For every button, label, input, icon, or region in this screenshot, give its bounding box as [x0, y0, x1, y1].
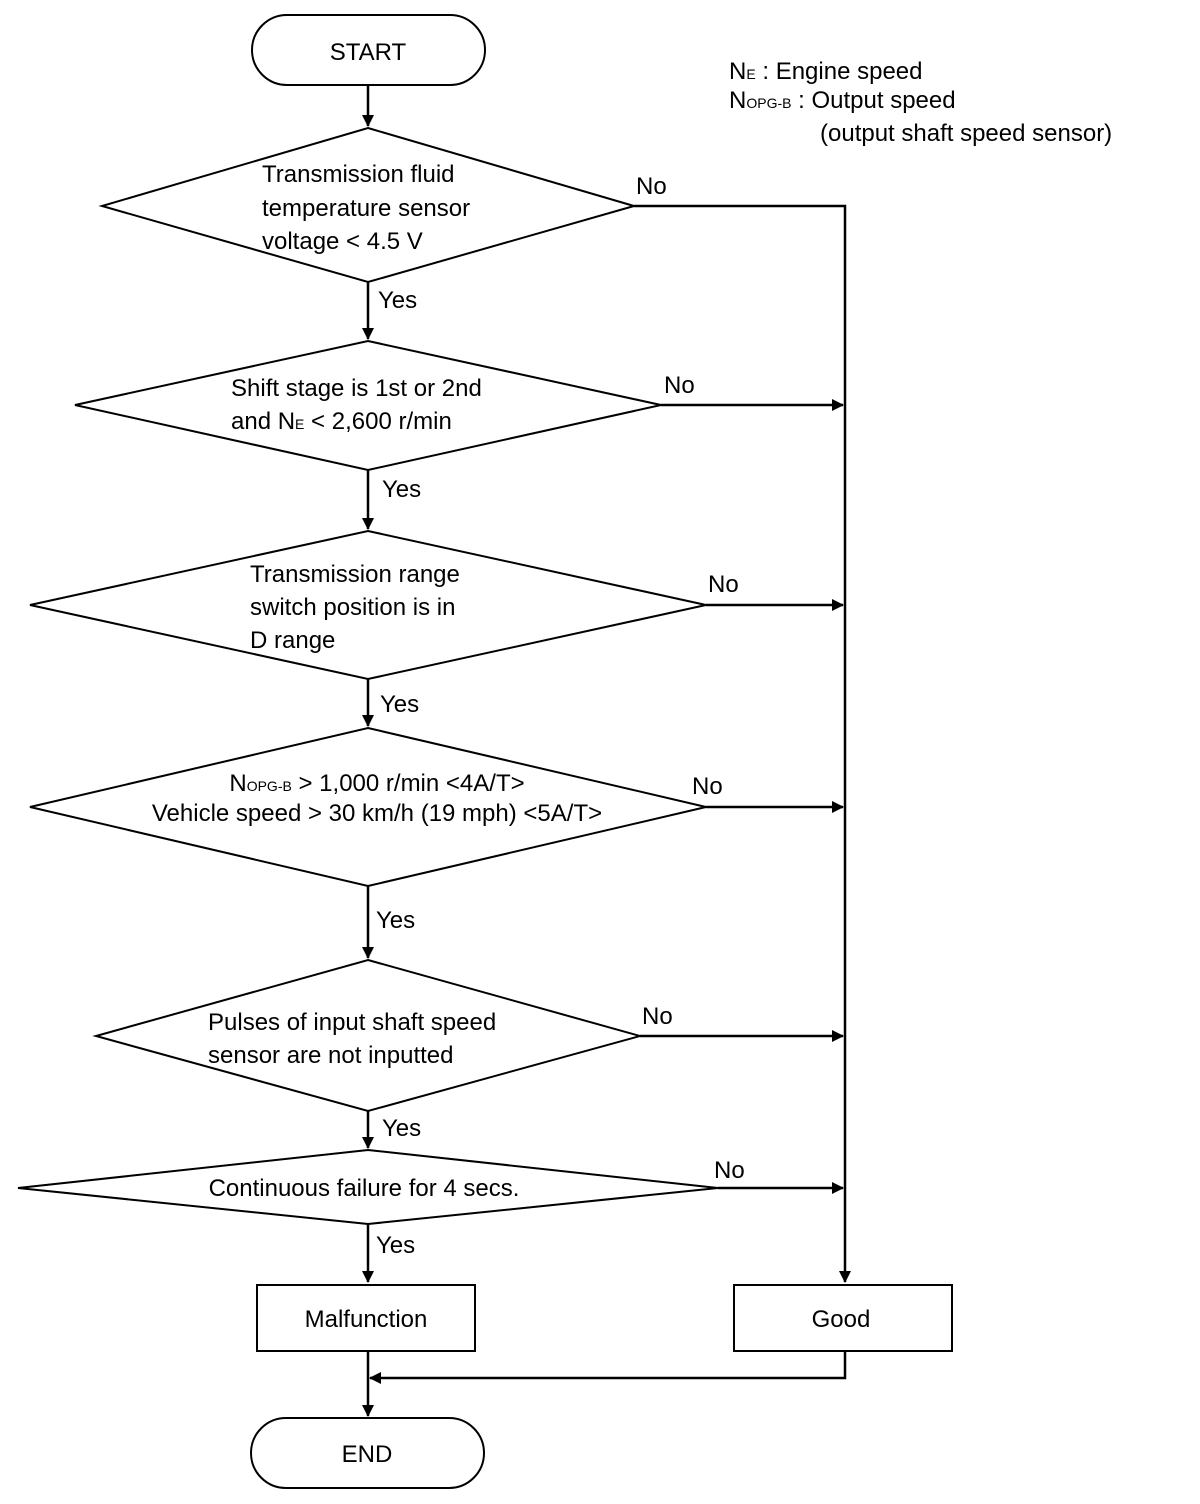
legend-output-speed: NOPG-B : Output speed — [729, 87, 956, 114]
yes-label-d1: Yes — [378, 287, 417, 314]
decision-fluid-temp-voltage — [98, 126, 638, 284]
decision-shift-stage — [74, 339, 662, 472]
yes-label-d3: Yes — [380, 691, 419, 718]
d3-text-line2: switch position is in — [250, 594, 455, 621]
no-label-d1: No — [636, 173, 667, 200]
no-path-d1-to-good — [634, 204, 851, 1283]
d2-text-line1: Shift stage is 1st or 2nd — [231, 375, 482, 402]
yes-label-d2: Yes — [382, 476, 421, 503]
d3-text-line1: Transmission range — [250, 561, 460, 588]
d6-text-line1: Continuous failure for 4 secs. — [209, 1175, 520, 1202]
d4-text-line2: Vehicle speed > 30 km/h (19 mph) <5A/T> — [152, 800, 602, 827]
decision-continuous-failure — [17, 1148, 719, 1226]
no-label-d6: No — [714, 1157, 745, 1184]
good-label: Good — [812, 1306, 871, 1333]
malfunction-box — [256, 1284, 476, 1352]
no-label-d2: No — [664, 372, 695, 399]
start-terminal — [251, 14, 486, 86]
start-label: START — [330, 39, 407, 66]
yes-label-d4: Yes — [376, 907, 415, 934]
malfunction-label: Malfunction — [305, 1306, 428, 1333]
no-label-d5: No — [642, 1003, 673, 1030]
yes-label-d5: Yes — [382, 1115, 421, 1142]
arrow-good-to-end — [369, 1352, 847, 1384]
no-label-d3: No — [708, 571, 739, 598]
d1-text-line2: temperature sensor — [262, 195, 470, 222]
d5-text-line2: sensor are not inputted — [208, 1042, 454, 1069]
no-label-d4: No — [692, 773, 723, 800]
decision-output-vehicle-speed — [29, 726, 707, 888]
d1-text-line3: voltage < 4.5 V — [262, 228, 423, 255]
yes-label-d6: Yes — [376, 1232, 415, 1259]
d2-text-line2: and NE < 2,600 r/min — [231, 408, 452, 435]
d3-text-line3: D range — [250, 627, 335, 654]
d1-text-line1: Transmission fluid — [262, 161, 455, 188]
legend: NE : Engine speed NOPG-B : Output speed … — [729, 58, 1112, 147]
legend-output-speed-note: (output shaft speed sensor) — [820, 120, 1112, 147]
good-box — [733, 1284, 953, 1352]
end-terminal — [250, 1417, 485, 1489]
d5-text-line1: Pulses of input shaft speed — [208, 1009, 496, 1036]
decision-range-switch — [29, 529, 707, 681]
decision-input-pulses — [92, 958, 644, 1113]
d4-text-line1: NOPG-B > 1,000 r/min <4A/T> — [229, 770, 524, 797]
end-label: END — [342, 1441, 393, 1468]
legend-engine-speed: NE : Engine speed — [729, 58, 922, 85]
